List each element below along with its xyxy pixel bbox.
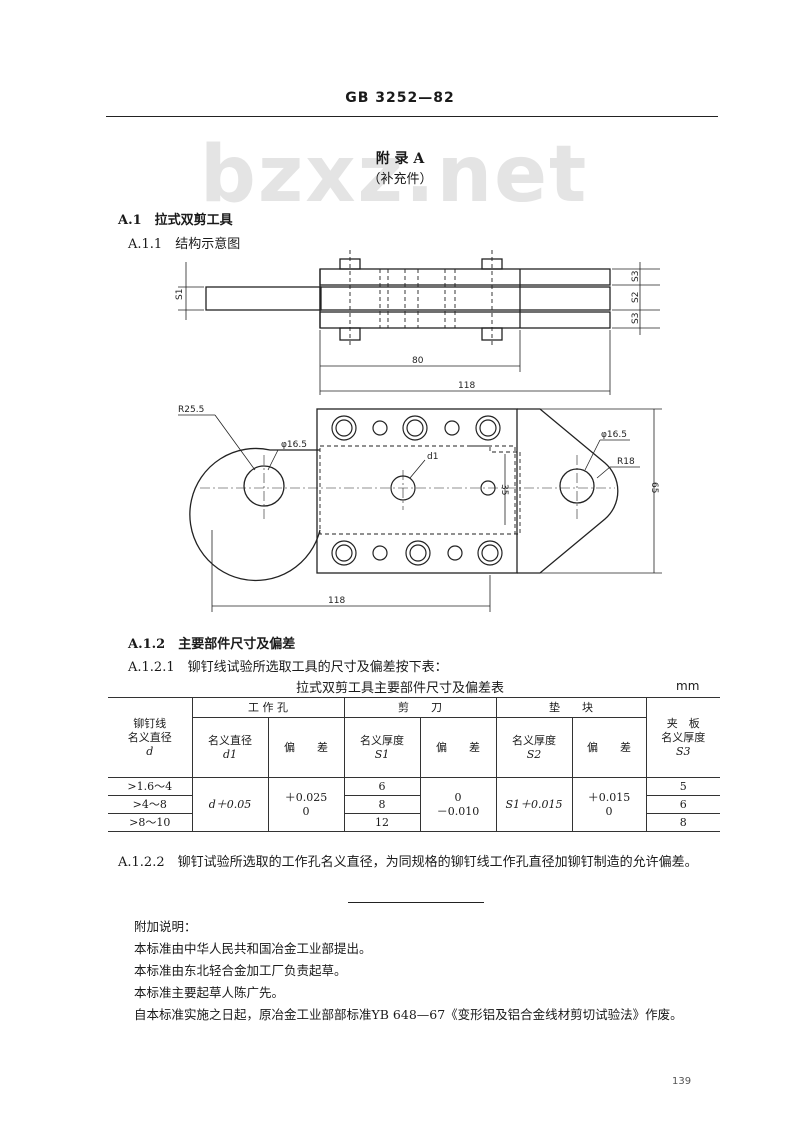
structure-drawing: S1 S3 S2 S3 80 118 R25.5 φ16.5 φ16.5 R18… <box>175 250 662 612</box>
table-unit: mm <box>676 679 700 693</box>
label-dim-118-top: 118 <box>458 381 475 391</box>
note-line: 自本标准实施之日起，原冶金工业部部标准YB 648—67《变形铝及铝合金线材剪切… <box>134 1007 683 1022</box>
standard-number: GB 3252—82 <box>345 90 455 106</box>
watermark: bzxz.net <box>200 130 589 220</box>
section-a122: A.1.2.2 铆钉试验所选取的工作孔名义直径，为同规格的铆钉线工作孔直径加铆钉… <box>118 855 698 870</box>
spec-table: 铆钉线 名义直径 d 工 作 孔 剪 刀 垫 块 夹 板 名义厚度 S3 名义直… <box>108 697 720 832</box>
label-s3-top: S3 <box>631 271 641 282</box>
notes-title: 附加说明： <box>134 919 197 934</box>
page-number: 139 <box>672 1076 692 1087</box>
label-s2: S2 <box>631 292 641 303</box>
header-nominal-thick-2: 名义厚度 S2 <box>495 717 573 778</box>
cell-d1: d＋0.05 <box>191 777 269 832</box>
note-line: 本标准由中华人民共和国冶金工业部提出。 <box>134 941 372 956</box>
header-shear-blade: 剪 刀 <box>343 697 497 718</box>
label-s3-bottom: S3 <box>631 313 641 324</box>
label-dim-35: 35 <box>499 484 509 495</box>
label-r25-5: R25.5 <box>178 405 204 415</box>
divider <box>348 902 484 903</box>
header-deviation-3: 偏 差 <box>571 717 646 778</box>
note-line: 本标准由东北轻合金加工厂负责起草。 <box>134 963 347 978</box>
label-phi-left: φ16.5 <box>281 440 307 450</box>
cell-s2: S1＋0.015 <box>495 777 573 832</box>
table-row: >4～8 8 6 <box>108 795 720 814</box>
appendix-subtitle: （补充件） <box>367 172 433 187</box>
header-block: 垫 块 <box>495 697 647 718</box>
header-rule <box>106 116 718 117</box>
note-line: 本标准主要起草人陈广先。 <box>134 985 285 1000</box>
header-wire-dia: 铆钉线 名义直径 d <box>108 697 193 778</box>
header-deviation-2: 偏 差 <box>419 717 497 778</box>
section-a1: A.1 拉式双剪工具 <box>118 213 233 228</box>
appendix-title: 附 录 A <box>375 151 425 167</box>
header-deviation-1: 偏 差 <box>267 717 345 778</box>
table-title: 拉式双剪工具主要部件尺寸及偏差表 <box>295 681 504 696</box>
label-dim-118-bottom: 118 <box>328 596 345 606</box>
label-s1: S1 <box>175 289 185 300</box>
header-working-hole: 工 作 孔 <box>191 697 345 718</box>
section-a12: A.1.2 主要部件尺寸及偏差 <box>128 637 296 652</box>
label-r18: R18 <box>617 457 635 467</box>
section-a11: A.1.1 结构示意图 <box>128 237 241 252</box>
cell-dev2: 0－0.010 <box>419 777 497 832</box>
label-dim-65: 65 <box>649 482 659 493</box>
header-nominal-dia: 名义直径 d1 <box>192 717 269 778</box>
label-d1: d1 <box>427 452 438 462</box>
label-phi-right: φ16.5 <box>601 430 627 440</box>
table-row: >8～10 12 8 <box>108 813 720 832</box>
section-a121: A.1.2.1 铆钉线试验所选取工具的尺寸及偏差按下表： <box>128 660 448 675</box>
header-nominal-thick-1: 名义厚度 S1 <box>343 717 421 778</box>
header-plate: 夹 板 名义厚度 S3 <box>645 697 720 778</box>
label-dim-80: 80 <box>412 356 424 366</box>
